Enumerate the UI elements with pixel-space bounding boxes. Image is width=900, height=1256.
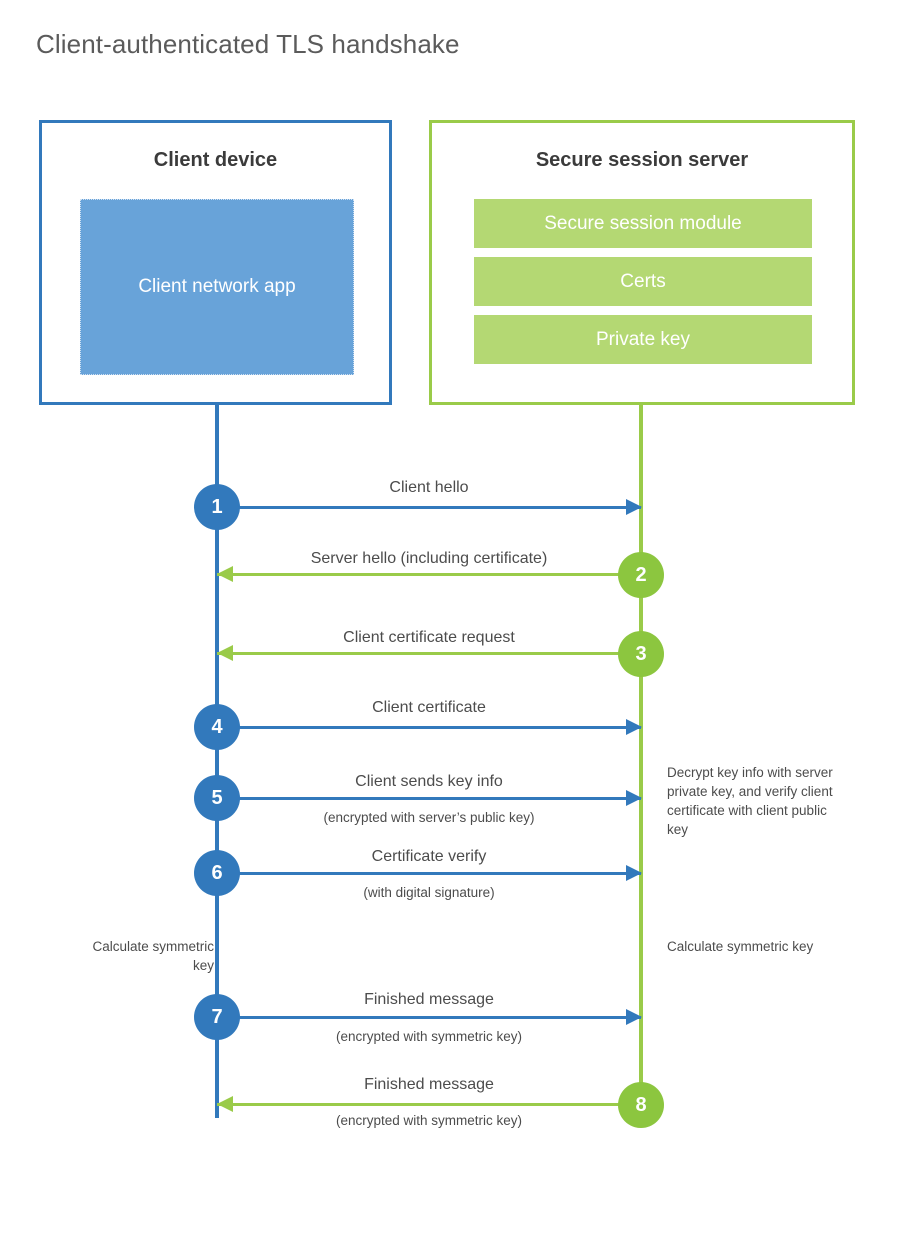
server-component-stack: Secure session module Certs Private key [474, 199, 812, 364]
step-6-arrow-head-icon [626, 865, 642, 881]
client-calculate-symmetric-key-annotation: Calculate symmetric key [92, 939, 214, 974]
step-8-arrow-line [217, 1103, 641, 1106]
server-decrypt-annotation: Decrypt key info with server private key… [667, 765, 833, 838]
step-3-label: Client certificate request [343, 629, 515, 646]
step-8-label: Finished message [364, 1076, 494, 1093]
server-item-secure-session-module: Secure session module [474, 199, 812, 248]
step-5-arrow-head-icon [626, 790, 642, 806]
server-calculate-symmetric-key-annotation: Calculate symmetric key [667, 939, 814, 954]
secure-session-server-title: Secure session server [535, 149, 749, 171]
step-1-number-badge: 1 [194, 484, 240, 530]
step-2-number-badge: 2 [618, 552, 664, 598]
step-3-number-badge: 3 [618, 631, 664, 677]
server-item-private-key: Private key [474, 315, 812, 364]
step-1-arrow-head-icon [626, 499, 642, 515]
secure-session-server-box: Secure session server Secure session mod… [429, 120, 855, 405]
step-4-arrow-head-icon [626, 719, 642, 735]
step-1-label: Client hello [389, 479, 469, 496]
client-device-title: Client device [153, 149, 278, 171]
server-lifeline [639, 405, 643, 1106]
client-lifeline [215, 405, 219, 1118]
step-7-arrow-line [217, 1016, 641, 1019]
step-5-label: Client sends key info [355, 773, 503, 790]
step-6-sublabel: (with digital signature) [363, 885, 495, 900]
server-item-certs: Certs [474, 257, 812, 306]
step-7-sublabel: (encrypted with symmetric key) [335, 1029, 523, 1044]
step-5-number-badge: 5 [194, 775, 240, 821]
client-device-box: Client device Client network app [39, 120, 392, 405]
step-7-arrow-head-icon [626, 1009, 642, 1025]
step-6-arrow-line [217, 872, 641, 875]
step-2-arrow-head-icon [217, 566, 233, 582]
step-5-sublabel: (encrypted with server’s public key) [323, 810, 535, 825]
step-6-number-badge: 6 [194, 850, 240, 896]
step-7-label: Finished message [364, 991, 494, 1008]
step-8-arrow-head-icon [217, 1096, 233, 1112]
step-5-arrow-line [217, 797, 641, 800]
step-3-arrow-head-icon [217, 645, 233, 661]
page-title: Client-authenticated TLS handshake [36, 29, 460, 59]
step-3-arrow-line [217, 652, 641, 655]
step-4-label: Client certificate [372, 699, 486, 716]
step-4-number-badge: 4 [194, 704, 240, 750]
client-network-app-block: Client network app [80, 199, 354, 375]
step-1-arrow-line [217, 506, 641, 509]
step-4-arrow-line [217, 726, 641, 729]
step-6-label: Certificate verify [371, 848, 487, 865]
step-8-sublabel: (encrypted with symmetric key) [335, 1113, 523, 1128]
step-8-number-badge: 8 [618, 1082, 664, 1128]
step-2-arrow-line [217, 573, 641, 576]
step-7-number-badge: 7 [194, 994, 240, 1040]
step-2-label: Server hello (including certificate) [310, 550, 548, 567]
